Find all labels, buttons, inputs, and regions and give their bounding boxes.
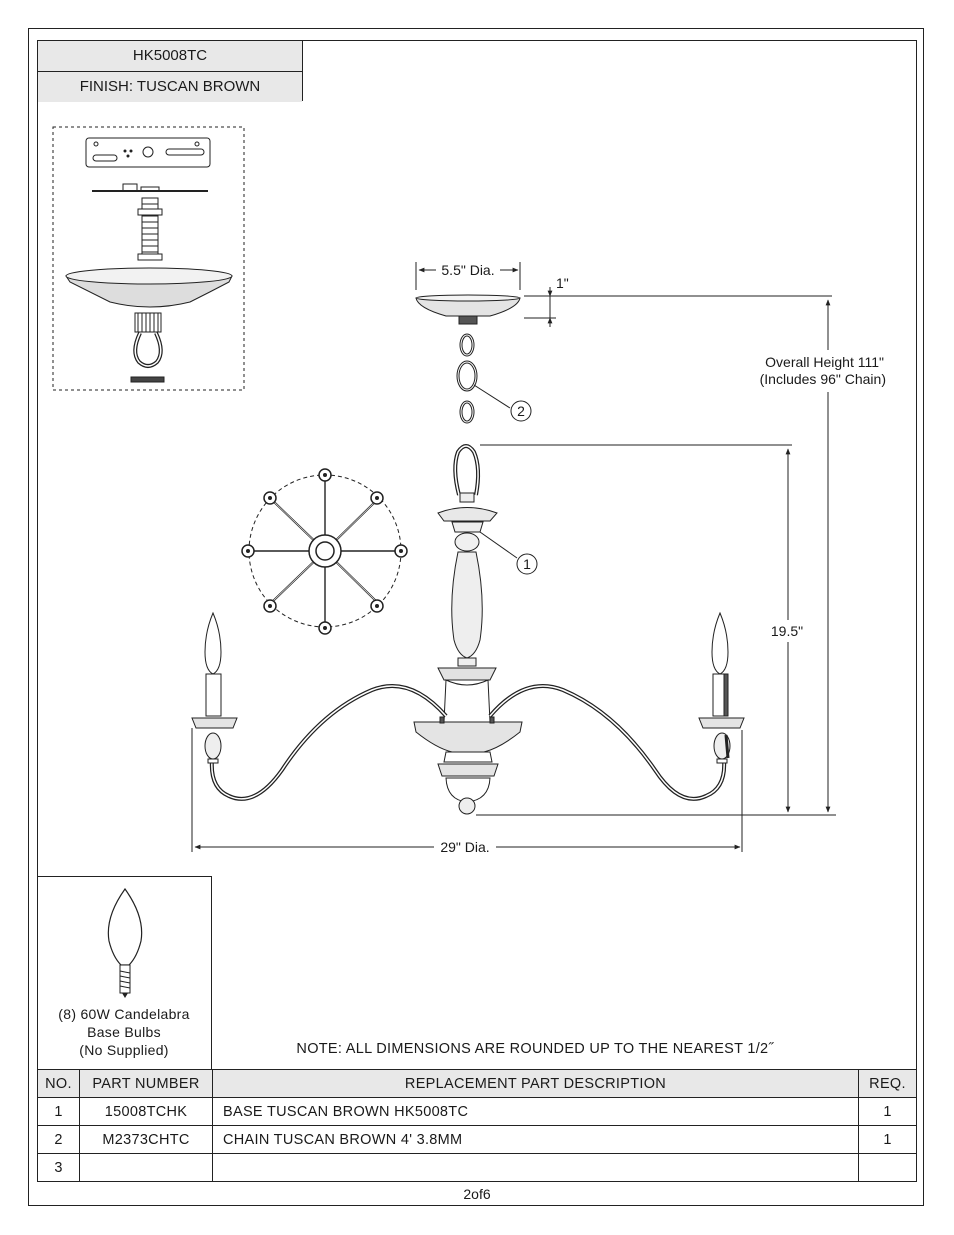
header-description: REPLACEMENT PART DESCRIPTION bbox=[212, 1069, 859, 1098]
table-row: 3 bbox=[37, 1153, 917, 1182]
loop-icon bbox=[133, 332, 163, 368]
row-part-number bbox=[79, 1153, 213, 1182]
body-height-label: 19.5" bbox=[771, 623, 803, 639]
bulb-caption: (8) 60W Candelabra Base Bulbs (No Suppli… bbox=[37, 1005, 211, 1059]
callout-2: 2 bbox=[473, 384, 532, 422]
mounting-hardware-detail bbox=[52, 126, 245, 391]
chandelier-elevation bbox=[191, 294, 745, 815]
header-req: REQ. bbox=[858, 1069, 917, 1098]
finish-label: FINISH: TUSCAN BROWN bbox=[38, 71, 302, 102]
row-description: BASE TUSCAN BROWN HK5008TC bbox=[212, 1097, 859, 1126]
callout-1-number: 1 bbox=[523, 556, 531, 572]
row-req bbox=[858, 1153, 917, 1182]
top-loop bbox=[453, 444, 481, 496]
title-block: HK5008TC FINISH: TUSCAN BROWN bbox=[37, 40, 303, 102]
canopy-diameter-label: 5.5" Dia. bbox=[441, 262, 494, 278]
model-number: HK5008TC bbox=[38, 41, 302, 71]
callout-2-number: 2 bbox=[517, 403, 525, 419]
drawing-frame bbox=[37, 40, 917, 1182]
dimension-lines bbox=[191, 262, 836, 852]
page-border bbox=[28, 28, 924, 1206]
left-candle bbox=[191, 611, 238, 764]
row-no: 2 bbox=[37, 1125, 80, 1154]
dimension-note: NOTE: ALL DIMENSIONS ARE ROUNDED UP TO T… bbox=[296, 1041, 774, 1057]
bowl bbox=[413, 716, 523, 815]
arms bbox=[209, 684, 727, 801]
canopy bbox=[415, 294, 521, 325]
mounting-plate-icon bbox=[92, 183, 208, 192]
header-no: NO. bbox=[37, 1069, 80, 1098]
chain-inner bbox=[457, 334, 477, 423]
bulb-line-2: Base Bulbs bbox=[87, 1024, 161, 1040]
threaded-nipple-icon bbox=[137, 197, 163, 261]
row-description: CHAIN TUSCAN BROWN 4' 3.8MM bbox=[212, 1125, 859, 1154]
callout-1: 1 bbox=[479, 531, 538, 575]
screw-collar-icon bbox=[134, 312, 162, 333]
center-column bbox=[437, 492, 498, 723]
chain-length-label: (Includes 96" Chain) bbox=[760, 371, 886, 387]
table-row: 2 M2373CHTC CHAIN TUSCAN BROWN 4' 3.8MM … bbox=[37, 1125, 917, 1154]
parts-table: NO. PART NUMBER REPLACEMENT PART DESCRIP… bbox=[37, 1069, 917, 1182]
canopy-height-label: 1" bbox=[556, 275, 569, 291]
crossbar-icon bbox=[85, 137, 211, 168]
table-header-row: NO. PART NUMBER REPLACEMENT PART DESCRIP… bbox=[37, 1069, 917, 1098]
width-label: 29" Dia. bbox=[440, 839, 489, 855]
row-part-number: 15008TCHK bbox=[79, 1097, 213, 1126]
overall-height-label: Overall Height 111" bbox=[765, 354, 884, 370]
row-no: 1 bbox=[37, 1097, 80, 1126]
nut-icon bbox=[130, 376, 165, 383]
row-req: 1 bbox=[858, 1097, 917, 1126]
row-part-number: M2373CHTC bbox=[79, 1125, 213, 1154]
chain bbox=[456, 333, 478, 424]
table-row: 1 15008TCHK BASE TUSCAN BROWN HK5008TC 1 bbox=[37, 1097, 917, 1126]
candelabra-bulb-icon bbox=[107, 887, 143, 998]
row-description bbox=[212, 1153, 859, 1182]
bulb-line-3: (No Supplied) bbox=[79, 1042, 169, 1058]
bulb-line-1: (8) 60W Candelabra bbox=[58, 1006, 190, 1022]
header-part-number: PART NUMBER bbox=[79, 1069, 213, 1098]
dimension-labels: 5.5" Dia. 1" Overall Height 111" (Includ… bbox=[440, 262, 886, 855]
row-no: 3 bbox=[37, 1153, 80, 1182]
top-view-diagram bbox=[241, 468, 408, 635]
bulb-spec-box: (8) 60W Candelabra Base Bulbs (No Suppli… bbox=[37, 876, 212, 1070]
page-number: 2of6 bbox=[463, 1186, 491, 1202]
canopy-icon bbox=[65, 267, 233, 308]
row-req: 1 bbox=[858, 1125, 917, 1154]
right-candle bbox=[698, 611, 745, 764]
